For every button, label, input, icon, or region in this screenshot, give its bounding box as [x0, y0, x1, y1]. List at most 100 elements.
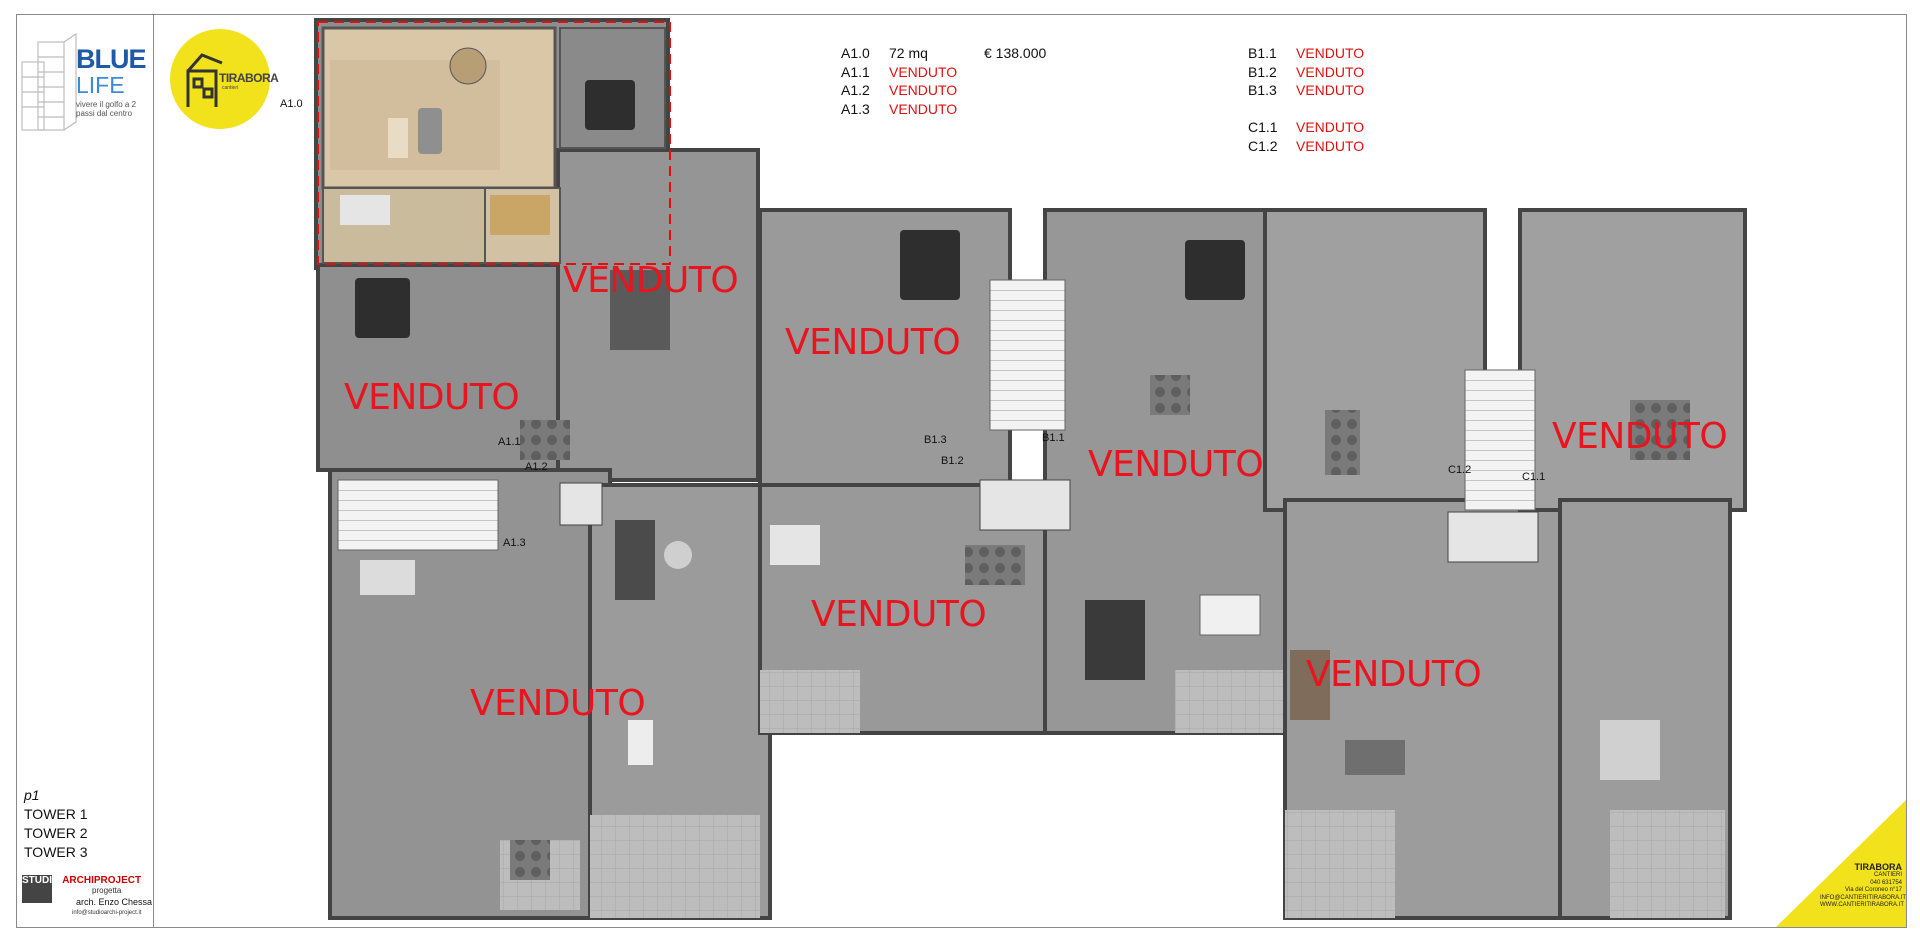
unit-code: A1.1: [841, 63, 870, 80]
bluelife-word-blue: BLUE: [76, 44, 146, 74]
sofa: [1290, 650, 1330, 720]
corner-sub: CANTIERI: [1873, 872, 1902, 878]
unit-label-a1-0: A1.0: [280, 98, 303, 110]
elevator-b: [979, 479, 1071, 531]
legend-row: A1.2 VENDUTO: [841, 81, 1046, 100]
bed: [360, 560, 415, 595]
unit-c1-2-upper: [1263, 208, 1487, 512]
coffee-table: [664, 541, 692, 569]
bath-tiles: [1325, 410, 1360, 475]
elevator-a: [559, 482, 603, 526]
crane-icon: [186, 53, 223, 107]
drawing-frame: [16, 14, 1907, 928]
sold-stamp-a1-1: VENDUTO: [563, 260, 739, 301]
bluelife-word-life: LIFE: [76, 72, 125, 98]
unit-code: A1.2: [841, 82, 870, 98]
unit-size: 72 mq: [889, 45, 928, 61]
legend-row: B1.2 VENDUTO: [1248, 63, 1364, 82]
elevator-c: [1447, 511, 1539, 563]
bath-tiles: [490, 195, 550, 235]
bath-tiles: [965, 545, 1025, 585]
tower-label: TOWER 1: [24, 806, 88, 822]
unit-status: VENDUTO: [1296, 45, 1365, 61]
unit-label-c1-2: C1.2: [1448, 464, 1472, 476]
stairwell-a: [337, 479, 499, 551]
studio-archiproject-logo: STUDIO ARCHIPROJECT progetta arch. Enzo …: [22, 875, 153, 920]
legend-row: A1.1 VENDUTO: [841, 63, 1046, 82]
bed-single: [340, 195, 390, 225]
unit-b1-3-block: [758, 208, 1012, 487]
bed: [1185, 240, 1245, 300]
corner-email: INFO@CANTIERITIRABORA.IT: [1820, 894, 1907, 901]
terrace-c1: [1610, 810, 1725, 918]
level-towers-block: p1 TOWER 1 TOWER 2 TOWER 3: [24, 786, 88, 862]
sold-stamp-c1-1: VENDUTO: [1552, 416, 1728, 457]
studio-role: progetta: [92, 886, 122, 895]
legend-row: C1.2 VENDUTO: [1248, 137, 1364, 156]
unit-status: VENDUTO: [1296, 63, 1365, 80]
unit-a1-0-available: [317, 21, 671, 265]
studio-name: STUDIO ARCHIPROJECT: [22, 875, 141, 886]
tirabora-logo: TIRABORA cantieri: [170, 29, 279, 129]
tower-b: [758, 208, 1287, 735]
table: [1345, 740, 1405, 775]
sofa: [615, 520, 655, 600]
sold-stamp-a1-2: VENDUTO: [344, 377, 520, 418]
unit-label-a1-2: A1.2: [525, 461, 548, 473]
unit-label-b1-2: B1.2: [941, 455, 964, 467]
sold-stamp-b1-1: VENDUTO: [1088, 444, 1264, 485]
stairwell-b: [989, 279, 1066, 431]
dining-table: [628, 720, 653, 765]
unit-label-c1-1: C1.1: [1522, 471, 1546, 483]
tirabora-corner-text: TIRABORA CANTIERI 040 631754 Via del Cor…: [1820, 862, 1907, 910]
terrace-b1: [1175, 670, 1285, 733]
unit-status: VENDUTO: [889, 63, 958, 80]
available-outline: [317, 21, 671, 265]
tirabora-sub: cantieri: [222, 85, 239, 91]
sidebar-divider: [153, 14, 154, 928]
unit-c1-1-upper: [1518, 208, 1747, 512]
corner-address: Via del Coroneo n°17: [1845, 887, 1902, 893]
tirabora-name: TIRABORA: [219, 71, 279, 85]
unit-code: C1.2: [1248, 137, 1278, 154]
dining-table: [449, 47, 487, 85]
sold-stamp-a1-3: VENDUTO: [470, 683, 646, 724]
rug: [388, 118, 408, 158]
unit-code: B1.1: [1248, 45, 1277, 61]
unit-label-b1-3: B1.3: [924, 434, 947, 446]
studio-name-b: ARCHIPROJECT: [62, 875, 142, 886]
unit-code: B1.3: [1248, 82, 1277, 98]
sofa: [610, 270, 670, 350]
bed: [585, 80, 635, 130]
terrace-c: [1285, 810, 1395, 918]
terrace: [590, 815, 760, 918]
studio-name-a: STUDIO: [22, 875, 63, 886]
unit-label-a1-3: A1.3: [503, 537, 526, 549]
studio-architect: arch. Enzo Chessa: [76, 897, 153, 907]
rug: [1600, 720, 1660, 780]
tower-label: TOWER 3: [24, 844, 88, 860]
unit-status: VENDUTO: [1296, 82, 1365, 98]
unit-label-a1-1: A1.1: [498, 436, 521, 448]
bath-tiles: [1150, 375, 1190, 415]
bath-tiles: [520, 420, 570, 460]
corner-web: WWW.CANTIERITIRABORA.IT: [1820, 902, 1904, 908]
unit-code: B1.2: [1248, 63, 1277, 80]
unit-code: C1.1: [1248, 119, 1278, 135]
rug: [1085, 600, 1145, 680]
stairwell-c: [1464, 369, 1536, 511]
unit-status: VENDUTO: [1296, 137, 1365, 154]
corner-phone: 040 631754: [1870, 879, 1902, 886]
building-icon: [21, 32, 77, 131]
sold-stamp-b1-2: VENDUTO: [811, 594, 987, 635]
level-label: p1: [24, 787, 40, 803]
unit-status: VENDUTO: [889, 82, 958, 98]
studio-email: info@studioarchi-project.it: [72, 910, 142, 916]
bath-tiles: [510, 840, 550, 880]
corner-brand: TIRABORA: [1854, 862, 1903, 872]
